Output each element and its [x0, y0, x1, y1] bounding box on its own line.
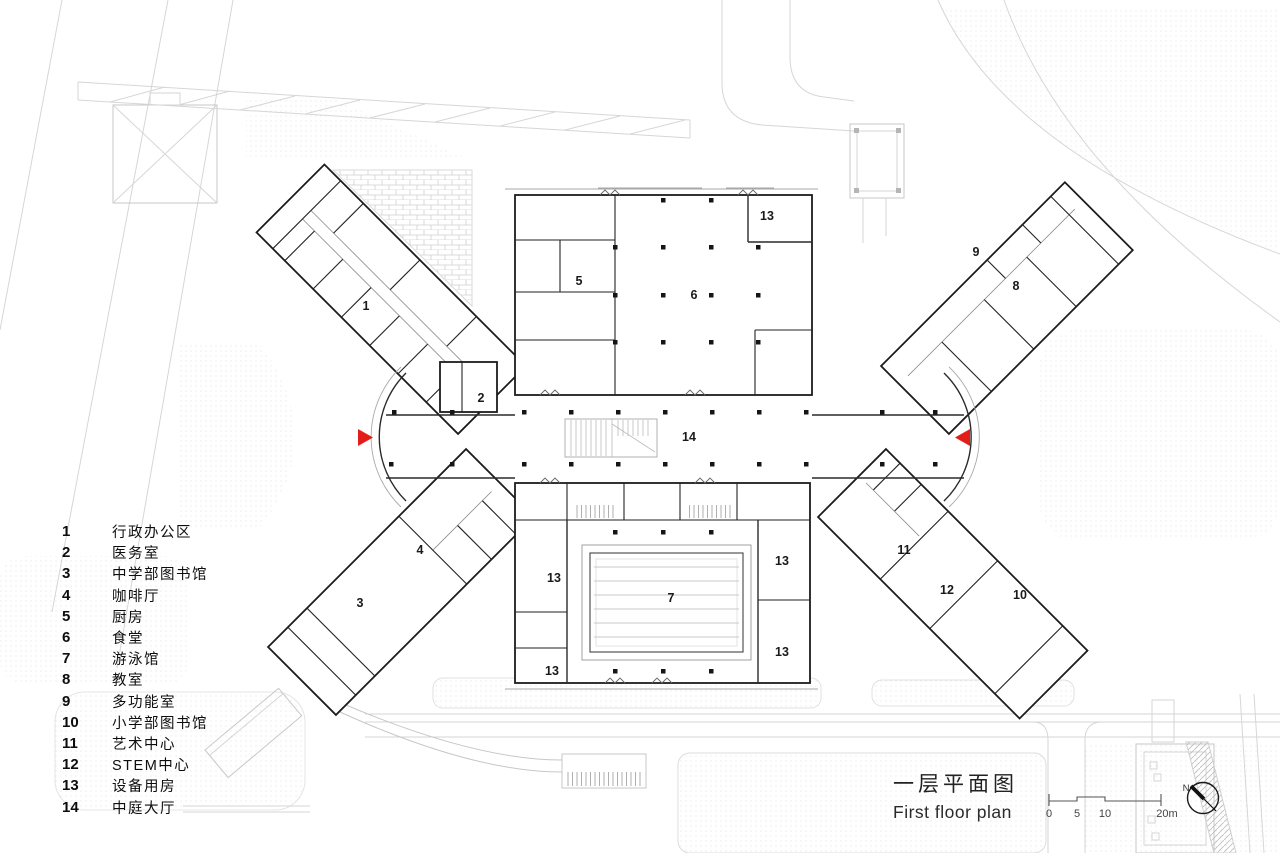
scale-tick-10: 10 — [1099, 808, 1111, 820]
legend-item: 14 中庭大厅 — [62, 796, 208, 817]
legend-item: 9 多功能室 — [62, 691, 208, 712]
room-number-label: 2 — [478, 391, 485, 405]
room-number-label: 13 — [547, 571, 561, 585]
room-number-label: 13 — [545, 664, 559, 678]
legend-item-number: 14 — [62, 798, 79, 816]
legend-item: 8 教室 — [62, 669, 208, 690]
legend-item: 3 中学部图书馆 — [62, 563, 208, 584]
room-number-label: 1 — [363, 299, 370, 313]
wing-southeast-arts-stem — [816, 447, 1089, 720]
atrium-corridor — [370, 366, 980, 508]
site-compound — [1135, 693, 1265, 853]
legend-item-number: 6 — [62, 629, 71, 647]
wing-southwest-library — [266, 447, 536, 717]
legend-item-label: 咖啡厅 — [112, 588, 160, 605]
legend-item-number: 13 — [62, 777, 79, 795]
entry-gate — [721, 0, 905, 243]
room-number-label: 14 — [682, 430, 696, 444]
page-title-en: First floor plan — [893, 802, 1012, 822]
scale-bar: 0 5 10 20m — [1046, 794, 1178, 820]
legend-item-label: 艺术中心 — [112, 736, 176, 753]
entrance-marker-left — [358, 429, 373, 446]
wing-northeast-classrooms — [879, 180, 1135, 436]
legend-item-number: 1 — [62, 523, 71, 541]
legend-item-number: 10 — [62, 713, 79, 731]
legend-item: 1 行政办公区 — [62, 521, 208, 542]
legend-item-label: 医务室 — [112, 546, 160, 563]
room-number-label: 4 — [417, 543, 424, 557]
legend-item: 10 小学部图书馆 — [62, 712, 208, 733]
legend-item: 2 医务室 — [62, 542, 208, 563]
legend-item-number: 5 — [62, 607, 71, 625]
paved-area — [331, 169, 473, 308]
legend-item-number: 12 — [62, 756, 79, 774]
corridor-columns — [389, 410, 938, 467]
block-canteen — [505, 187, 818, 396]
adjacent-building-icon — [112, 92, 218, 204]
legend-item: 7 游泳馆 — [62, 648, 208, 669]
room-number-label: 7 — [668, 591, 675, 605]
room-number-label: 10 — [1013, 588, 1027, 602]
canopy-strip — [77, 81, 691, 139]
room-number-label: 9 — [973, 245, 980, 259]
legend-item-label: 厨房 — [112, 609, 144, 626]
room-number-label: 6 — [691, 288, 698, 302]
column-grid — [613, 198, 761, 345]
legend-item-number: 4 — [62, 586, 71, 604]
legend-item-label: 中庭大厅 — [112, 800, 176, 817]
legend-item-label: 行政办公区 — [112, 525, 192, 542]
room-number-label: 13 — [775, 554, 789, 568]
room-number-label: 11 — [897, 543, 910, 557]
room-number-label: 3 — [357, 596, 364, 610]
room-number-label: 8 — [1013, 279, 1020, 293]
legend-item-number: 2 — [62, 544, 71, 562]
title-block: 一层平面图 First floor plan — [893, 768, 1018, 823]
legend-item-label: 多功能室 — [112, 694, 176, 711]
legend-item-label: 游泳馆 — [112, 652, 160, 669]
entrance-marker-right — [955, 429, 970, 446]
scale-tick-20m: 20m — [1156, 808, 1177, 820]
legend-item-label: 中学部图书馆 — [112, 567, 208, 584]
legend-item: 4 咖啡厅 — [62, 585, 208, 606]
north-arrow: N — [1183, 781, 1220, 815]
room-clinic — [439, 361, 498, 413]
column-grid-pool — [613, 530, 714, 674]
north-label: N — [1183, 783, 1190, 794]
legend-item-number: 11 — [62, 734, 78, 752]
legend-item: 6 食堂 — [62, 627, 208, 648]
legend-item-number: 7 — [62, 650, 71, 668]
legend-item: 5 厨房 — [62, 606, 208, 627]
legend-item-label: 设备用房 — [112, 779, 176, 796]
room-number-label: 5 — [576, 274, 583, 288]
block-pool — [505, 477, 818, 690]
stair — [564, 418, 658, 458]
legend-item-label: STEM中心 — [112, 758, 191, 775]
legend-item-number: 3 — [62, 565, 71, 583]
page-title-zh: 一层平面图 — [893, 773, 1018, 796]
room-number-label: 12 — [940, 583, 954, 597]
legend-item: 12 STEM中心 — [62, 754, 208, 775]
scale-tick-5: 5 — [1074, 808, 1080, 820]
room-number-label: 13 — [760, 209, 774, 223]
legend-item-label: 食堂 — [112, 631, 144, 648]
legend-item-label: 小学部图书馆 — [112, 715, 208, 732]
building — [255, 163, 1135, 720]
scale-tick-0: 0 — [1046, 808, 1052, 820]
legend-item: 13 设备用房 — [62, 775, 208, 796]
legend-item-number: 9 — [62, 692, 71, 710]
legend-item-label: 教室 — [112, 673, 144, 690]
ramp-steps — [204, 687, 647, 789]
legend-item: 11 艺术中心 — [62, 733, 208, 754]
swimming-pool — [581, 544, 752, 661]
legend-item-number: 8 — [62, 671, 71, 689]
room-number-label: 13 — [775, 645, 789, 659]
